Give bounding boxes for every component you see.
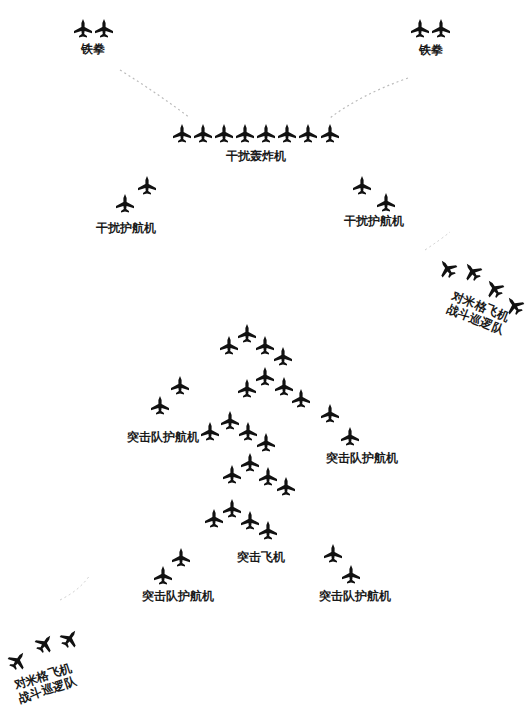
- jet-icon: [321, 404, 339, 422]
- jet-icon: [411, 19, 429, 37]
- jet-icon: [299, 124, 317, 142]
- jet-icon: [236, 124, 254, 142]
- formation-label: 对米格飞机 战斗巡逻队: [442, 288, 514, 339]
- jet-icon: [239, 422, 257, 440]
- jet-icon: [201, 422, 219, 440]
- track-trace: [60, 575, 90, 600]
- formation-label: 干扰轰炸机: [226, 149, 286, 163]
- jet-icon: [257, 433, 275, 451]
- jet-icon: [241, 453, 259, 471]
- formation-label: 突击队护航机: [142, 589, 214, 603]
- jet-icon: [341, 427, 359, 445]
- jet-icon: [221, 411, 239, 429]
- track-trace: [120, 70, 190, 118]
- jet-icon: [256, 367, 274, 385]
- formation-label: 突击飞机: [237, 550, 285, 564]
- jet-icon: [215, 124, 233, 142]
- jet-icon: [238, 324, 256, 342]
- jet-icon: [278, 124, 296, 142]
- jet-icon: [116, 194, 134, 212]
- jet-icon: [172, 548, 190, 566]
- jet-icon: [151, 396, 169, 414]
- jet-icon: [259, 521, 277, 539]
- formation-label: 干扰护航机: [96, 221, 156, 235]
- jet-icon: [256, 336, 274, 354]
- jet-icon: [238, 379, 256, 397]
- formation-label: 铁拳: [419, 43, 443, 57]
- jet-icon: [171, 376, 189, 394]
- formation-label: 干扰护航机: [344, 214, 404, 228]
- jet-icon: [5, 647, 30, 672]
- jet-icon: [459, 258, 484, 283]
- jet-icon: [154, 566, 172, 584]
- formation-label: 突击队护航机: [326, 451, 398, 465]
- track-trace: [330, 78, 408, 118]
- jet-icon: [57, 625, 82, 650]
- formation-label: 对米格飞机 战斗巡逻队: [9, 659, 80, 706]
- jet-icon: [223, 465, 241, 483]
- jet-icon: [277, 477, 295, 495]
- jet-icon: [138, 176, 156, 194]
- formation-label: 铁拳: [81, 42, 105, 56]
- jet-icon: [353, 176, 371, 194]
- jet-icon: [32, 630, 57, 655]
- jet-icon: [194, 124, 212, 142]
- jet-icon: [274, 347, 292, 365]
- jet-icon: [241, 511, 259, 529]
- jet-icon: [173, 124, 191, 142]
- jet-icon: [434, 255, 459, 280]
- jet-icon: [74, 19, 92, 37]
- jet-icon: [220, 336, 238, 354]
- jet-icon: [377, 193, 395, 211]
- jet-icon: [324, 544, 342, 562]
- jet-icon: [257, 124, 275, 142]
- jet-icon: [481, 275, 506, 300]
- formation-label: 突击队护航机: [127, 430, 199, 444]
- jet-icon: [259, 467, 277, 485]
- jet-icon: [223, 499, 241, 517]
- jet-icon: [205, 509, 223, 527]
- jet-icon: [342, 565, 360, 583]
- jet-icon: [321, 124, 339, 142]
- formation-label: 突击队护航机: [319, 589, 391, 603]
- jet-icon: [275, 377, 293, 395]
- track-trace: [425, 232, 450, 250]
- jet-icon: [432, 19, 450, 37]
- jet-icon: [292, 389, 310, 407]
- jet-icon: [95, 19, 113, 37]
